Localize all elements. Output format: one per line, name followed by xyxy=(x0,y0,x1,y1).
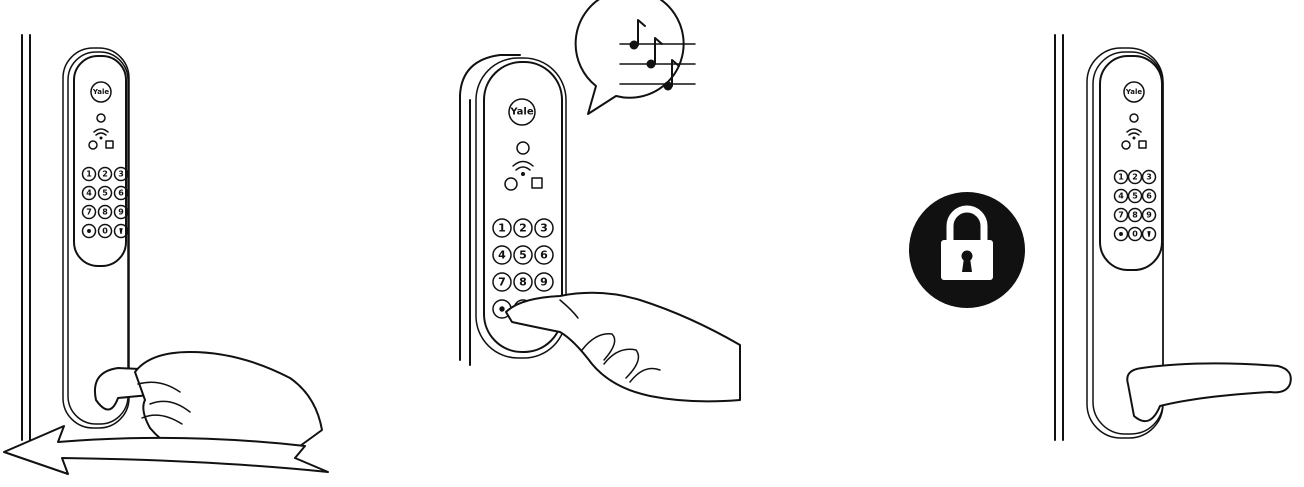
keypad-key-label: 3 xyxy=(118,170,124,179)
keypad-key-label: 8 xyxy=(1132,211,1138,220)
padlock-icon xyxy=(909,192,1025,308)
keypad-key-label: 5 xyxy=(519,249,527,262)
keypad-key-label: 3 xyxy=(1146,173,1152,182)
keypad-key-label: 9 xyxy=(1146,211,1152,220)
keypad-key-label: 1 xyxy=(1118,173,1124,182)
keypad-key-label: 7 xyxy=(1118,211,1124,220)
lock-key-dot-icon xyxy=(499,306,504,311)
keypad-key-label: 8 xyxy=(102,208,108,217)
keypad-key-label: 4 xyxy=(498,249,506,262)
keypad-key-label: 0 xyxy=(102,227,108,236)
keypad-key-label: 6 xyxy=(1146,192,1152,201)
keypad-key-label: 1 xyxy=(86,170,92,179)
keypad-key-label: 4 xyxy=(86,189,92,198)
keypad-key-label: 2 xyxy=(1132,173,1138,182)
keypad-key-label: 9 xyxy=(540,276,548,289)
keypad-key-label: 7 xyxy=(86,208,92,217)
svg-text:Yale: Yale xyxy=(509,107,533,118)
keypad-key-label: 8 xyxy=(519,276,527,289)
svg-text:Yale: Yale xyxy=(92,88,110,96)
keypad-key-label: 3 xyxy=(540,222,548,235)
keypad-key-label: 7 xyxy=(498,276,506,289)
lock-key-dot-icon xyxy=(87,229,91,233)
keypad-key-label: 2 xyxy=(519,222,527,235)
keypad-key-label: 6 xyxy=(118,189,124,198)
door-handle xyxy=(1127,363,1291,421)
lock-key-dot-icon xyxy=(1119,232,1123,236)
speech-bubble-icon xyxy=(576,0,684,114)
panel-open-door: Yale 1 2 3 4 5 6 7 8 9 0 xyxy=(4,35,328,474)
keypad-key-label: 6 xyxy=(540,249,548,262)
keypad-key-label: 2 xyxy=(102,170,108,179)
keypad-key-label: 5 xyxy=(1132,192,1138,201)
keypad-key-label: 9 xyxy=(118,208,124,217)
keypad-key-label: 0 xyxy=(1132,230,1138,239)
svg-text:Yale: Yale xyxy=(1125,88,1143,96)
keypad-key-label: 1 xyxy=(498,222,506,235)
keypad-key-label: 5 xyxy=(102,189,108,198)
keypad-key-label: 4 xyxy=(1118,192,1124,201)
